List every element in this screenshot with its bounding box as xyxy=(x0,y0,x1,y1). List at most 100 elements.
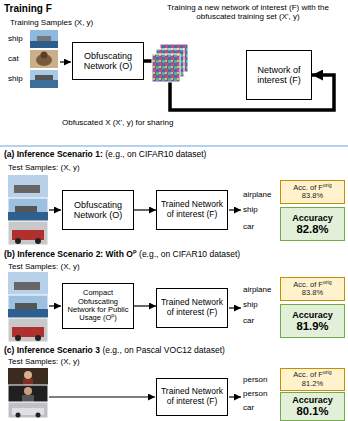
node-content: Accuracy81.9% xyxy=(292,310,333,333)
training-thumbnails xyxy=(30,30,58,88)
node-content: Trained Network of interest (F) xyxy=(160,298,224,317)
text-label: Training F xyxy=(4,3,52,15)
node-text: Compact Obfuscating Network for Public U… xyxy=(68,288,129,322)
label-text: car xyxy=(243,222,254,231)
node-text: Acc. of F xyxy=(293,183,323,192)
text-label: person xyxy=(243,389,267,398)
text-label: ship xyxy=(8,34,23,43)
node-content: Acc. of Forig83.8% xyxy=(293,184,331,201)
label-text: car xyxy=(243,316,254,325)
node-text: Network of interest (F) xyxy=(257,65,301,85)
text-label: ship xyxy=(8,74,23,83)
node-text: 83.8% xyxy=(302,191,323,200)
text-label: Obfuscated X (X', y) for sharing xyxy=(62,118,173,127)
text-line: Acc. of Forig xyxy=(293,371,331,379)
node-content: Network of interest (F) xyxy=(250,65,308,85)
text-line: 81.2% xyxy=(293,380,331,388)
label-text: Test Samples: (X, y) xyxy=(8,262,80,271)
text-label: car xyxy=(243,316,254,325)
node-text: 83.8% xyxy=(302,288,323,297)
label-text: (e.g., on CIFAR10 dataset) xyxy=(139,249,240,259)
label-text: Test Samples: (X, y) xyxy=(8,163,80,172)
text-line: 80.1% xyxy=(292,405,333,418)
accuracy-box: Accuracy81.9% xyxy=(280,304,345,338)
connector xyxy=(134,209,156,210)
node-content: Obfuscating Network (O) xyxy=(66,200,130,220)
text-label: person xyxy=(243,375,267,384)
node-text: Accuracy xyxy=(292,310,333,320)
process-box: Compact Obfuscating Network for Public U… xyxy=(62,283,134,329)
text-label: car xyxy=(243,403,254,412)
node-content: Acc. of Forig83.8% xyxy=(293,281,331,298)
label-text: Test Samples: (X, y) xyxy=(8,357,80,366)
node-content: Accuracy82.8% xyxy=(292,213,333,236)
reference-box: Acc. of Forig83.8% xyxy=(280,277,345,301)
text-line: Compact Obfuscating Network for Public U… xyxy=(66,289,130,323)
test-images-c xyxy=(8,368,48,418)
label-text: person xyxy=(243,375,267,384)
text-label: Test Samples: (X, y) xyxy=(8,357,80,366)
text-line: Acc. of Forig xyxy=(293,281,331,289)
label-text: (e.g., on CIFAR10 dataset) xyxy=(105,149,206,159)
label-text: Training F xyxy=(4,3,52,14)
test-images-a xyxy=(8,175,48,245)
node-text: 82.8% xyxy=(297,223,329,235)
node-text: Accuracy xyxy=(292,395,333,405)
text-label: ship xyxy=(243,205,258,214)
text-label: Training a new network of interest (F) w… xyxy=(150,3,346,21)
text-line: 81.9% xyxy=(292,320,333,333)
label-text: airplane xyxy=(243,190,271,199)
process-box: Obfuscating Network (O) xyxy=(72,42,144,80)
label-text: (b) Inference Scenario 2: With O xyxy=(4,249,133,259)
label-text: (e.g., on Pascal VOC12 dataset) xyxy=(102,345,224,355)
process-box: Trained Network of interest (F) xyxy=(156,288,228,328)
node-text: Trained Network of interest (F) xyxy=(161,297,223,317)
text-label: (a) Inference Scenario 1:(e.g., on CIFAR… xyxy=(4,150,206,160)
node-text: 81.2% xyxy=(302,379,323,388)
node-text: Trained Network of interest (F) xyxy=(161,386,223,406)
connector xyxy=(134,305,156,306)
text-line: Network of interest (F) xyxy=(250,65,308,85)
obfuscated-images xyxy=(152,44,188,82)
accuracy-box: Accuracy80.1% xyxy=(280,392,345,421)
label-text: cat xyxy=(8,54,19,63)
text-line: Trained Network of interest (F) xyxy=(160,200,224,219)
node-text: orig xyxy=(323,278,332,284)
node-text: 81.9% xyxy=(297,320,329,332)
node-content: Obfuscating Network (O) xyxy=(76,51,140,71)
text-label: Training Samples (X, y) xyxy=(10,18,93,27)
node-content: Compact Obfuscating Network for Public U… xyxy=(66,289,130,323)
text-label: cat xyxy=(8,54,19,63)
text-line: Accuracy xyxy=(292,395,333,405)
label-text: Obfuscated X (X', y) for sharing xyxy=(62,118,173,127)
node-content: Trained Network of interest (F) xyxy=(160,387,224,406)
text-label: Test Samples: (X, y) xyxy=(8,262,80,271)
label-text: (c) Inference Scenario 3 xyxy=(4,345,100,355)
node-text: p xyxy=(111,312,114,318)
process-box: Obfuscating Network (O) xyxy=(62,190,134,230)
text-line: Obfuscating Network (O) xyxy=(76,51,140,71)
text-line: Accuracy xyxy=(292,213,333,223)
node-text: Accuracy xyxy=(292,213,333,223)
node-content: Trained Network of interest (F) xyxy=(160,200,224,219)
node-text: Obfuscating Network (O) xyxy=(74,200,123,220)
text-line: Obfuscating Network (O) xyxy=(66,200,130,220)
separator xyxy=(0,145,348,147)
node-text: ) xyxy=(114,313,117,322)
node-text: Acc. of F xyxy=(293,280,323,289)
test-images-b xyxy=(8,272,48,342)
process-box: Network of interest (F) xyxy=(246,50,312,100)
label-text: (a) Inference Scenario 1: xyxy=(4,149,103,159)
text-line: 83.8% xyxy=(293,192,331,200)
node-text: orig xyxy=(323,181,332,187)
node-text: Obfuscating Network (O) xyxy=(84,51,133,71)
node-content: Accuracy80.1% xyxy=(292,395,333,418)
label-text: car xyxy=(243,403,254,412)
process-box: Trained Network of interest (F) xyxy=(156,378,228,416)
label-text: p xyxy=(133,248,137,254)
text-label: (c) Inference Scenario 3(e.g., on Pascal… xyxy=(4,346,225,356)
label-text: ship xyxy=(8,34,23,43)
reference-box: Acc. of Forig81.2% xyxy=(280,368,345,391)
text-line: Trained Network of interest (F) xyxy=(160,298,224,317)
